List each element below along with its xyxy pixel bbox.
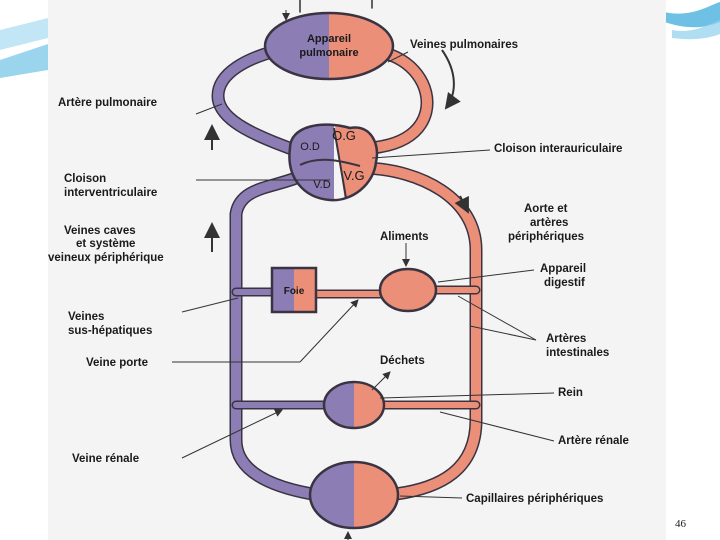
label-veines-caves-2: et système [76, 238, 135, 250]
digestive-organ [378, 267, 438, 313]
label-aorte-3: périphériques [508, 231, 584, 243]
scanned-page [48, 0, 666, 540]
leader-lines [172, 10, 555, 540]
page-number: 46 [675, 518, 686, 530]
label-artere-renale: Artère rénale [558, 435, 629, 447]
label-veine-porte: Veine porte [86, 357, 148, 369]
liver-organ [270, 266, 318, 314]
label-veines-sus-hepatiques-1: Veines [68, 311, 104, 323]
label-appareil-digestif-1: Appareil [540, 263, 586, 275]
vessels [211, 0, 483, 501]
label-veines-caves-1: Veines caves [64, 225, 136, 237]
liver-label: Foie [284, 286, 305, 297]
label-dechets: Déchets [380, 355, 425, 367]
label-aliments: Aliments [380, 231, 429, 243]
label-aorte-2: artères [530, 217, 568, 229]
label-veines-sus-hepatiques-2: sus-hépatiques [68, 325, 152, 337]
label-arteres-intestinales-1: Artères [546, 333, 586, 345]
slide-decoration [0, 2, 720, 78]
lung-label-line1: Appareil [307, 33, 351, 45]
label-cloison-interauriculaire: Cloison interauriculaire [494, 143, 622, 155]
label-aorte-1: Aorte et [524, 203, 568, 215]
heart-vg-label: V.G [343, 168, 364, 183]
organ-labels: Appareil pulmonaire Foie O.D O.G V.G V.D [284, 33, 365, 297]
label-veines-pulmonaires: Veines pulmonaires [410, 39, 518, 51]
label-appareil-digestif-2: digestif [544, 277, 585, 289]
callout-labels: Veines pulmonaires Artère pulmonaire Clo… [48, 39, 629, 505]
lung-label-line2: pulmonaire [299, 47, 358, 59]
heart-og-label: O.G [332, 128, 356, 143]
label-cloison-interventriculaire-2: interventriculaire [64, 187, 157, 199]
label-artere-pulmonaire: Artère pulmonaire [58, 97, 157, 109]
label-rein: Rein [558, 387, 583, 399]
label-cloison-interventriculaire-1: Cloison [64, 173, 106, 185]
label-veine-renale: Veine rénale [72, 453, 139, 465]
heart-vd-label: V.D [313, 179, 330, 191]
label-arteres-intestinales-2: intestinales [546, 347, 609, 359]
label-capillaires: Capillaires périphériques [466, 493, 603, 505]
label-veines-caves-3: veineux périphérique [48, 252, 164, 264]
heart-od-label: O.D [300, 141, 320, 153]
